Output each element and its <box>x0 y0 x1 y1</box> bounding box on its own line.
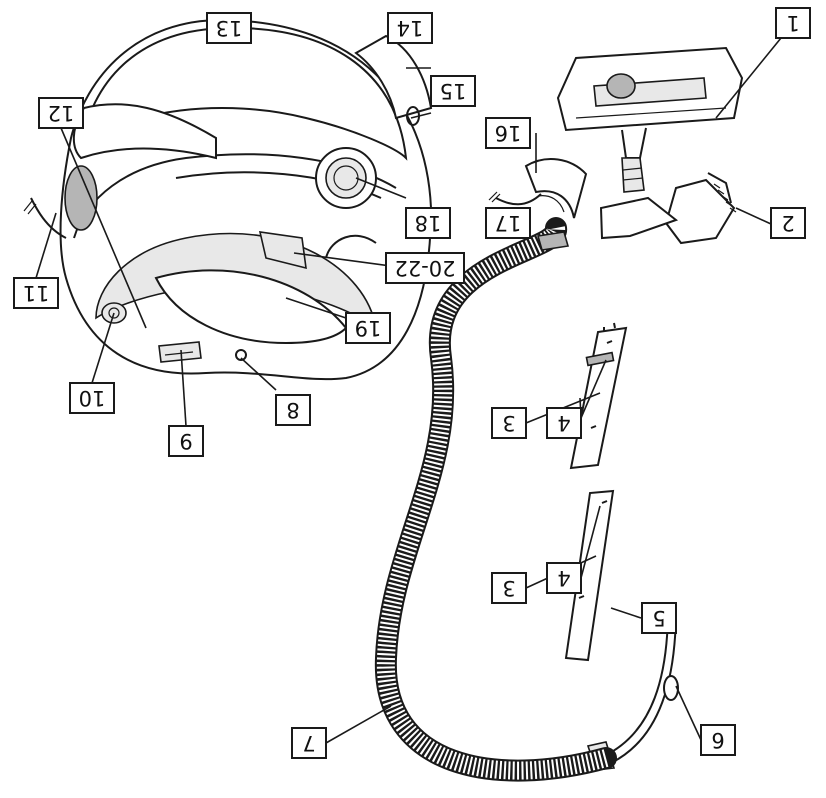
callout-label: 20-22 <box>394 256 455 280</box>
wand-tube-upper <box>569 322 628 470</box>
callout-20-22: 20-22 <box>385 252 465 284</box>
callout-4-upper: 4 <box>546 407 582 439</box>
callout-15: 15 <box>430 75 476 107</box>
callout-label: 19 <box>355 316 382 340</box>
canister-body <box>23 18 433 381</box>
callout-label: 3 <box>502 411 515 435</box>
callout-label: 8 <box>286 398 299 422</box>
power-nozzle <box>556 46 744 193</box>
callout-17: 17 <box>485 207 531 239</box>
callout-label: 6 <box>711 728 724 752</box>
callout-6: 6 <box>700 724 736 756</box>
callout-label: 18 <box>415 211 442 235</box>
callout-label: 1 <box>786 11 799 35</box>
callout-11: 11 <box>13 277 59 309</box>
callout-4-lower: 4 <box>546 562 582 594</box>
callout-12: 12 <box>38 97 84 129</box>
callout-2: 2 <box>770 207 806 239</box>
callout-label: 12 <box>48 101 75 125</box>
callout-9: 9 <box>168 425 204 457</box>
callout-label: 7 <box>302 731 315 755</box>
callout-label: 16 <box>495 121 522 145</box>
dusting-brush <box>599 172 737 245</box>
wand-tube-lower <box>564 489 615 662</box>
callout-label: 14 <box>397 16 424 40</box>
callout-label: 17 <box>495 211 522 235</box>
callout-13: 13 <box>206 12 252 44</box>
callout-label: 5 <box>652 606 665 630</box>
callout-16: 16 <box>485 117 531 149</box>
callout-label: 4 <box>557 566 570 590</box>
callout-7: 7 <box>291 727 327 759</box>
callout-label: 9 <box>179 429 192 453</box>
callout-3-upper: 3 <box>491 407 527 439</box>
callout-3-lower: 3 <box>491 572 527 604</box>
flexible-hose <box>374 158 617 782</box>
callout-1: 1 <box>775 7 811 39</box>
callout-label: 3 <box>502 576 515 600</box>
callout-label: 15 <box>440 79 467 103</box>
callout-label: 4 <box>557 411 570 435</box>
callout-8: 8 <box>275 394 311 426</box>
callout-label: 10 <box>79 386 106 410</box>
callout-label: 13 <box>216 16 243 40</box>
callout-label: 11 <box>23 281 50 305</box>
callout-10: 10 <box>69 382 115 414</box>
callout-19: 19 <box>345 312 391 344</box>
callout-18: 18 <box>405 207 451 239</box>
callout-label: 2 <box>781 211 794 235</box>
callout-14: 14 <box>387 12 433 44</box>
callout-5: 5 <box>641 602 677 634</box>
